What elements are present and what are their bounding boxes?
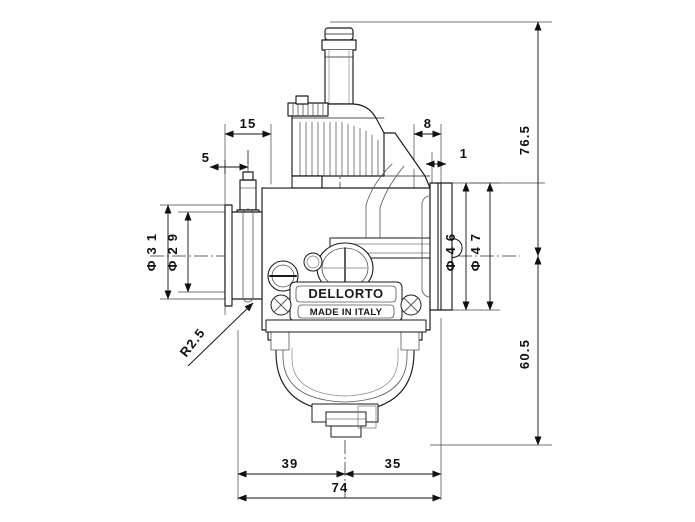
dimtext-8: 8 bbox=[424, 116, 432, 131]
bowl-screws bbox=[270, 294, 422, 316]
carburettor-outline bbox=[224, 27, 463, 438]
dimtext-1: 1 bbox=[460, 146, 468, 161]
dimtext-35: 35 bbox=[385, 456, 402, 471]
bowl-drain-plug bbox=[311, 403, 379, 438]
cap-ribs bbox=[299, 121, 379, 177]
body-base-plate bbox=[265, 319, 427, 333]
knurled-collar bbox=[287, 95, 329, 117]
brand-maker-text: DELLORTO bbox=[308, 286, 383, 301]
dimtext-5: 5 bbox=[202, 150, 210, 165]
body-boss bbox=[303, 252, 323, 272]
dimtext-74: 74 bbox=[332, 480, 349, 495]
outlet-flange bbox=[421, 182, 453, 311]
brand-origin-text: MADE IN ITALY bbox=[310, 307, 383, 318]
dimtext-15: 15 bbox=[240, 116, 257, 131]
dimtext-765: 76.5 bbox=[517, 125, 532, 155]
idle-adjust-screw bbox=[267, 260, 299, 292]
throttle-top-cap bbox=[291, 103, 385, 177]
dimtext-d46: Φ 4 6 bbox=[443, 233, 458, 271]
cable-adjuster-assembly bbox=[321, 27, 357, 105]
dimtext-605: 60.5 bbox=[517, 339, 532, 369]
dimtext-d29: Φ 2 9 bbox=[165, 233, 180, 271]
intake-spigot bbox=[224, 204, 263, 307]
leader-r25 bbox=[187, 302, 254, 367]
dimtext-d31: Φ 3 1 bbox=[144, 233, 159, 271]
dimension-lines bbox=[164, 21, 542, 502]
dimtext-d47: Φ 4 7 bbox=[468, 233, 483, 271]
dimtext-39: 39 bbox=[282, 456, 299, 471]
